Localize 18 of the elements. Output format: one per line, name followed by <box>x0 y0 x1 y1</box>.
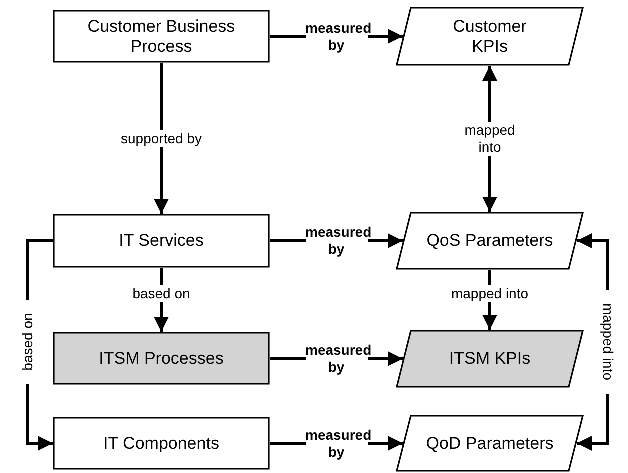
node-label: Customer Business Process <box>86 16 236 56</box>
node-label: ITSM KPIs <box>448 349 532 369</box>
node-label: ITSM Processes <box>98 348 225 368</box>
node-label: IT Components <box>102 434 220 454</box>
process-box <box>53 417 270 470</box>
data-parallelogram <box>396 330 584 388</box>
node-label: QoD Parameters <box>425 434 555 454</box>
process-box <box>53 10 270 63</box>
node-label: QoS Parameters <box>426 231 554 251</box>
arrow <box>154 63 169 214</box>
node-label: IT Services <box>118 231 205 251</box>
data-parallelogram <box>396 415 584 472</box>
process-box <box>53 332 270 385</box>
process-box <box>53 214 270 268</box>
data-parallelogram <box>396 7 584 66</box>
data-parallelogram <box>396 212 584 270</box>
node-label: Customer KPIs <box>452 16 528 56</box>
edge-label: mapped into <box>600 290 616 394</box>
